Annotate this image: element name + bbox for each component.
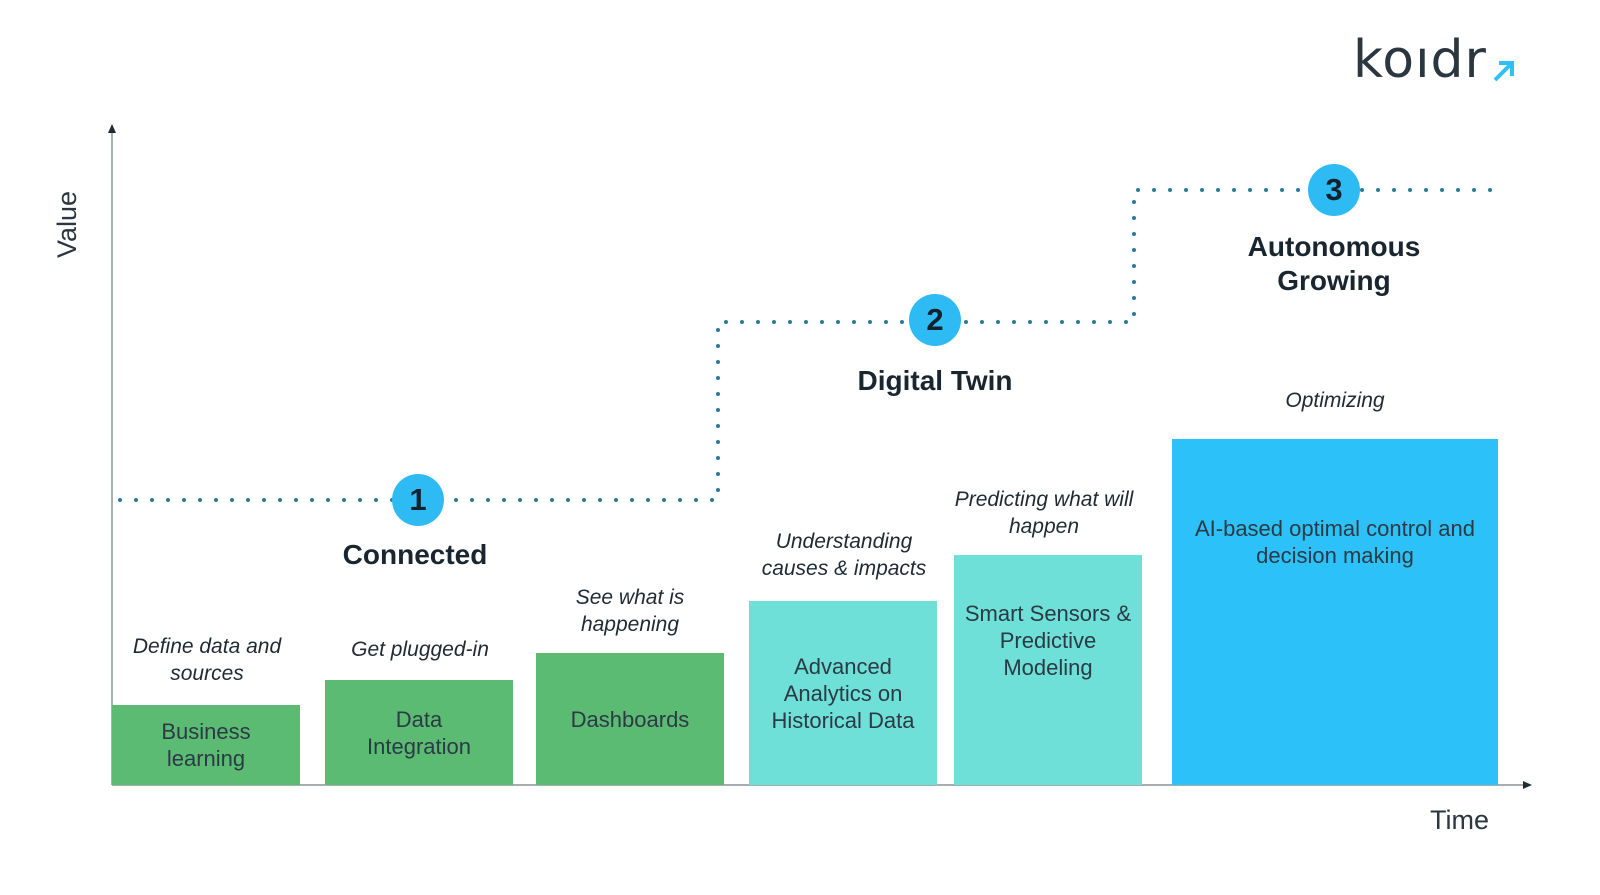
step-2-label: Data Integration xyxy=(367,706,471,759)
step-4-bar: Advanced Analytics on Historical Data xyxy=(749,601,937,785)
stage-3-title: Autonomous Growing xyxy=(1247,231,1421,296)
step-4-caption: Understanding causes & impacts xyxy=(761,530,927,580)
y-axis-arrow-icon xyxy=(108,124,116,133)
step-3-label: Dashboards xyxy=(570,706,690,732)
step-2-caption: Get plugged-in xyxy=(351,638,489,661)
step-6-bar: AI-based optimal control and decision ma… xyxy=(1172,439,1498,785)
step-1-bar: Business learning xyxy=(112,705,300,785)
step-5-label: Smart Sensors & Predictive Modeling xyxy=(964,600,1132,680)
step-3-bar: Dashboards xyxy=(536,653,724,785)
logo-text: koıdr xyxy=(1353,30,1487,90)
stage-2-badge: 2 xyxy=(909,294,961,346)
koidra-logo: koıdr xyxy=(1353,34,1517,86)
step-4-label: Advanced Analytics on Historical Data xyxy=(771,653,915,733)
stage-1-title: Connected xyxy=(342,539,488,570)
y-axis-label: Value xyxy=(52,190,82,258)
step-6-caption: Optimizing xyxy=(1285,389,1385,412)
x-axis-label: Time xyxy=(1430,805,1489,835)
step-5-caption: Predicting what will happen xyxy=(954,488,1134,538)
stage-1-badge: 1 xyxy=(392,474,444,526)
arrow-up-right-icon xyxy=(1493,61,1514,82)
step-3-caption: See what is happening xyxy=(575,586,685,636)
step-1-caption: Define data and sources xyxy=(132,635,282,685)
stage-2-title: Digital Twin xyxy=(857,365,1013,396)
stage-3-badge: 3 xyxy=(1308,164,1360,216)
step-6-label: AI-based optimal control and decision ma… xyxy=(1194,516,1476,568)
step-5-bar: Smart Sensors & Predictive Modeling xyxy=(954,555,1142,785)
step-2-bar: Data Integration xyxy=(325,680,513,785)
step-1-label: Business learning xyxy=(161,719,251,771)
x-axis-arrow-icon xyxy=(1523,781,1532,789)
